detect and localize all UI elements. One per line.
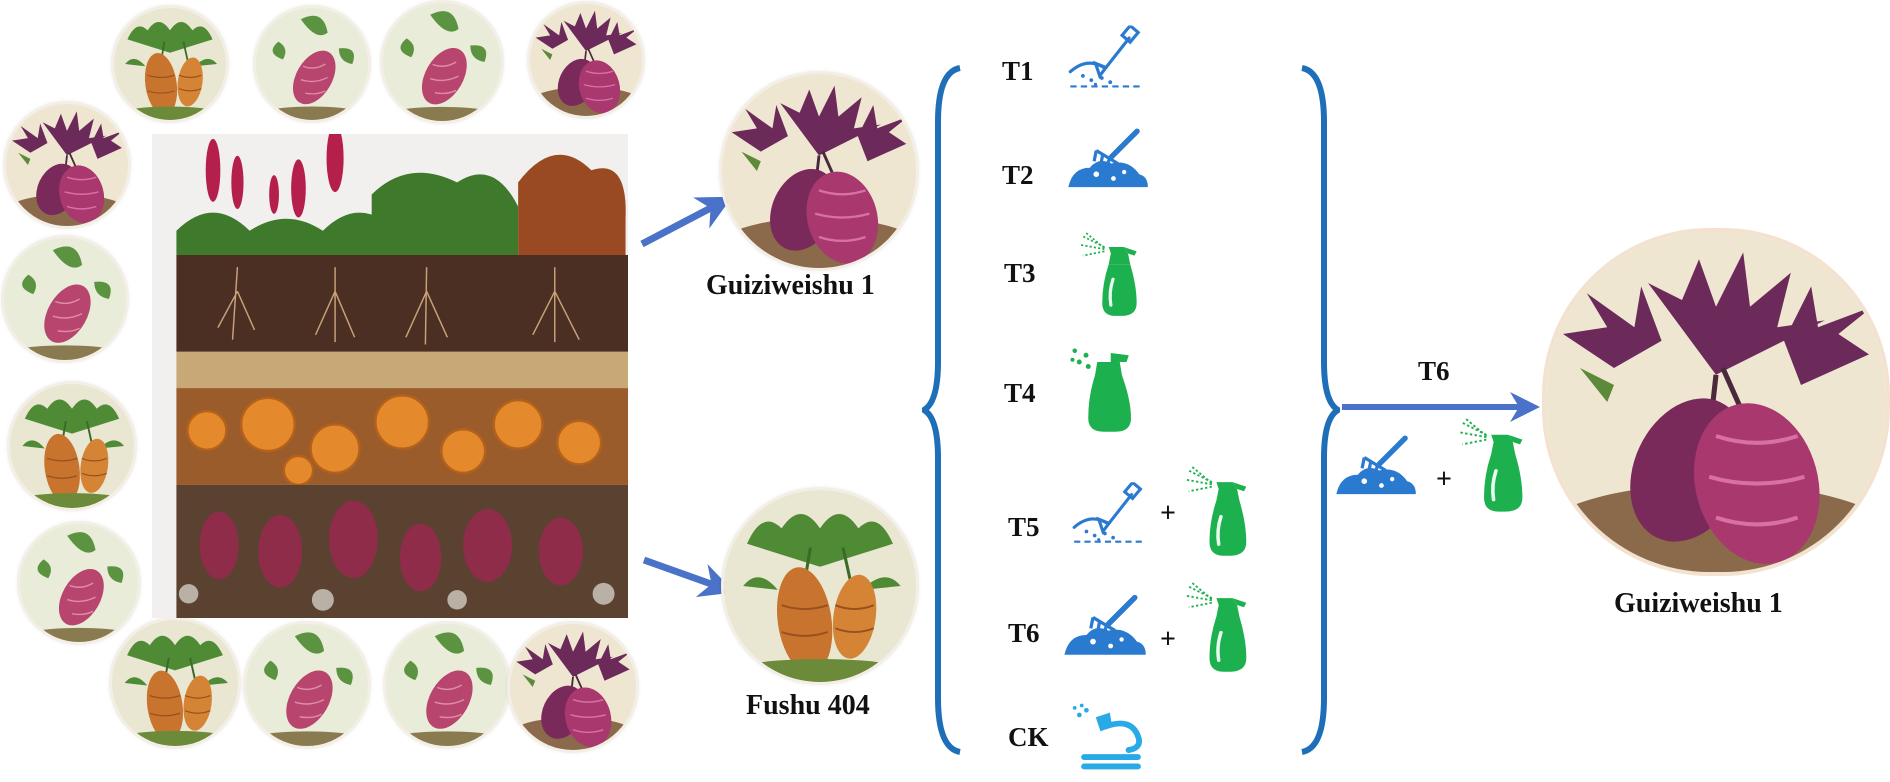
variety-guiziweishu-image	[722, 74, 916, 268]
selection-arrows	[640, 196, 735, 598]
treatment-label-t1: T1	[1002, 56, 1034, 86]
treatment-label-t2: T2	[1002, 160, 1034, 190]
spray-bottle-icon	[1186, 582, 1256, 674]
treatment-label-t6: T6	[1008, 618, 1040, 648]
rake-fertilizer-icon	[1332, 424, 1418, 504]
variety-thumb-9	[112, 620, 238, 746]
treatment-label-ck: CK	[1008, 722, 1049, 752]
variety-thumb-6	[4, 238, 126, 360]
result-variety-label: Guiziweishu 1	[1614, 588, 1783, 619]
variety-thumb-5	[6, 104, 128, 226]
treatment-brace-left	[922, 65, 961, 755]
selected-treatment-label: T6	[1418, 356, 1450, 386]
spray-bottle-icon	[1186, 466, 1256, 558]
water-hose-icon	[1070, 696, 1152, 776]
spray-bottle-dots-icon	[1064, 344, 1144, 434]
variety-thumb-11	[386, 624, 508, 746]
plus-sign: +	[1160, 624, 1176, 655]
variety-thumb-8	[20, 524, 138, 642]
treatment-label-t4: T4	[1004, 378, 1036, 408]
spray-bottle-icon	[1080, 232, 1146, 318]
rake-fertilizer-icon	[1064, 118, 1150, 196]
treatment-label-t5: T5	[1008, 512, 1040, 542]
soil-profile-illustration	[152, 134, 628, 618]
variety-thumb-7	[10, 384, 134, 508]
shovel-soil-icon	[1064, 14, 1148, 100]
variety-fushu-image	[724, 490, 916, 682]
spray-bottle-icon	[1460, 416, 1532, 516]
plus-sign: +	[1160, 498, 1176, 529]
variety-guiziweishu-label: Guiziweishu 1	[706, 270, 875, 301]
variety-fushu-label: Fushu 404	[746, 690, 870, 721]
variety-thumb-1	[114, 8, 226, 120]
shovel-soil-icon	[1068, 470, 1150, 556]
variety-thumb-3	[383, 3, 501, 121]
variety-thumb-4	[530, 4, 642, 116]
rake-fertilizer-icon	[1060, 584, 1148, 664]
result-variety-image	[1546, 232, 1886, 572]
treatment-label-t3: T3	[1004, 258, 1036, 288]
variety-thumb-2	[256, 8, 368, 120]
variety-thumb-10	[246, 624, 368, 746]
selected-treatment-arrow	[1342, 392, 1540, 422]
treatment-brace-right	[1301, 65, 1340, 755]
variety-thumb-12	[510, 624, 636, 750]
plus-sign: +	[1436, 464, 1452, 495]
